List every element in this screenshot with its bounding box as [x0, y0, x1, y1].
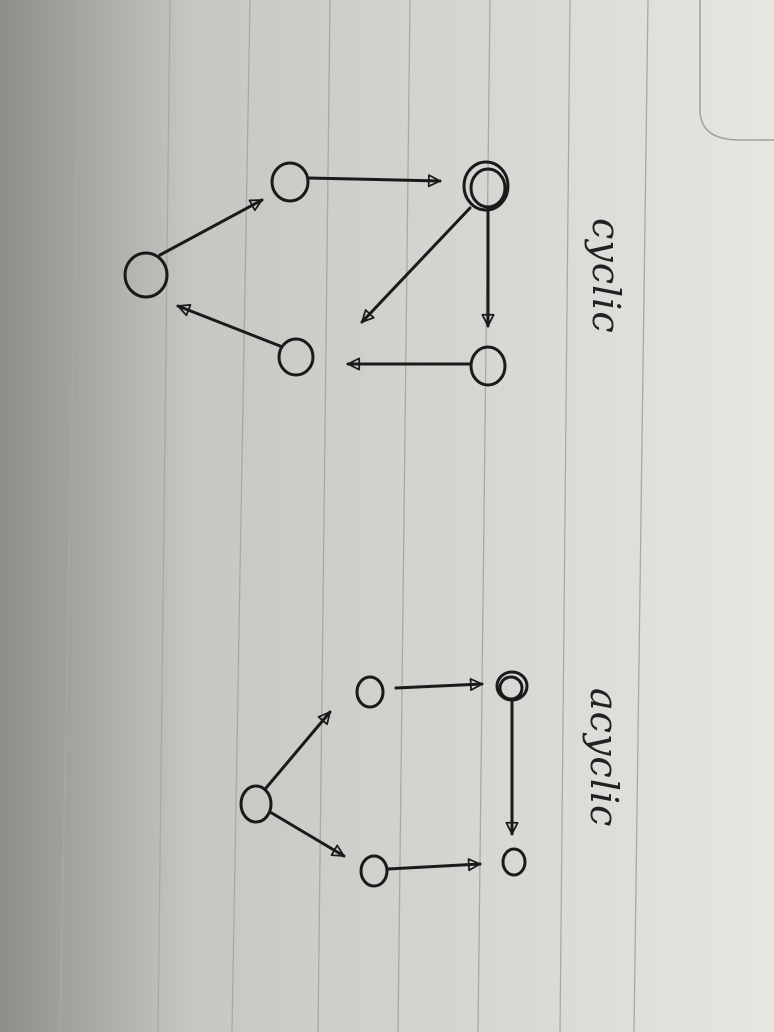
acyclic-edge-bottomleft-up: [264, 710, 332, 790]
cyclic-edge-farleft-to-up: [158, 198, 264, 257]
margin-box: [699, 0, 774, 141]
acyclic-node-top-inner: [498, 675, 524, 701]
acyclic-node-left: [355, 675, 385, 709]
cyclic-node-far-left: [123, 251, 169, 299]
cyclic-graph: [123, 160, 510, 387]
ruled-lines: [59, 0, 649, 1032]
acyclic-label: acyclic: [582, 688, 626, 828]
acyclic-edge-left-to-right: [394, 678, 484, 691]
acyclic-node-bottom-center: [359, 854, 389, 888]
acyclic-node-bottom-right: [501, 847, 527, 877]
cyclic-edge-top-diagonal: [360, 206, 472, 324]
acyclic-edge-bottomleft-down: [268, 810, 346, 858]
acyclic-edge-bottomcenter-to-right: [386, 858, 482, 872]
cyclic-node-bottom-right: [469, 345, 507, 387]
cyclic-node-top-inner: [469, 167, 507, 209]
cyclic-edge-left-to-top: [306, 174, 442, 188]
acyclic-node-bottom-left: [239, 784, 273, 824]
acyclic-graph: [239, 670, 529, 888]
cyclic-label: cyclic: [584, 218, 628, 334]
cyclic-edge-bottomleft-to-farleft: [176, 304, 282, 348]
cyclic-node-top: [462, 160, 510, 212]
cyclic-node-left: [270, 161, 310, 203]
cyclic-node-bottom-left: [277, 337, 315, 377]
